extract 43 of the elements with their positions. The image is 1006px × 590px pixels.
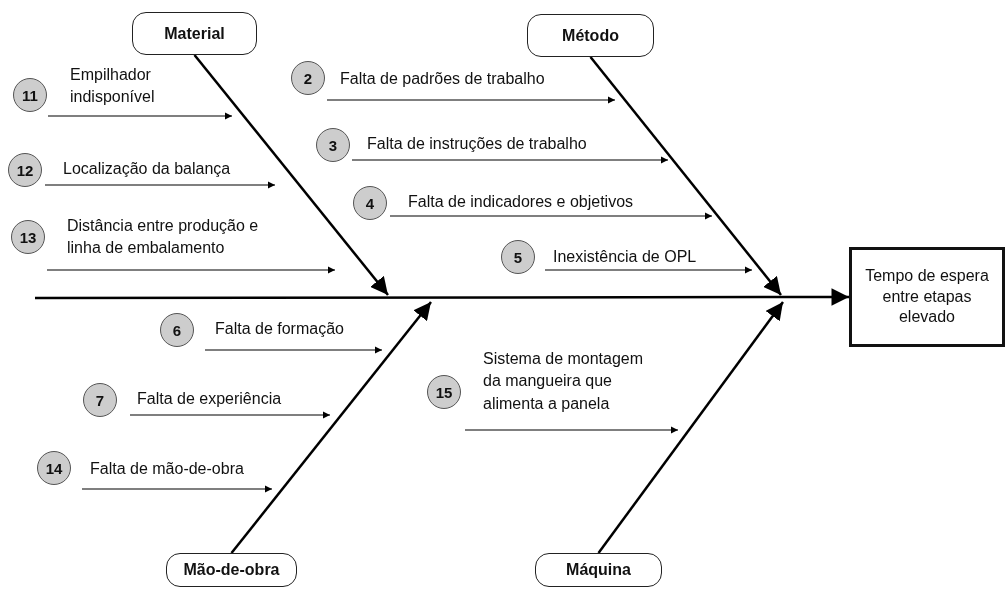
cause-text: Falta de experiência — [130, 388, 310, 415]
number-circle: 7 — [83, 383, 117, 417]
cause-text: Falta de formação — [205, 318, 375, 350]
number-circle: 4 — [353, 186, 387, 220]
number-circle: 5 — [501, 240, 535, 274]
number-circle: 11 — [13, 78, 47, 112]
cause-text: Inexistência de OPL — [545, 246, 720, 270]
arrow — [544, 266, 753, 274]
number-circle: 13 — [11, 220, 45, 254]
bone-arrow — [589, 56, 782, 296]
arrow — [464, 426, 679, 434]
number-circle: 3 — [316, 128, 350, 162]
cause-text: Falta de indicadores e objetivos — [390, 191, 660, 216]
number-circle: 12 — [8, 153, 42, 187]
cause-text: Falta de mão-de-obra — [82, 458, 267, 489]
number-circle: 15 — [427, 375, 461, 409]
number-circle: 2 — [291, 61, 325, 95]
category-box: Máquina — [535, 553, 662, 587]
cause-text: Localização da balança — [45, 158, 250, 185]
arrow — [81, 485, 273, 493]
cause-text: Sistema de montagem da mangueira que alimenta a panela — [465, 348, 658, 430]
arrow — [44, 181, 276, 189]
arrow — [351, 156, 669, 164]
arrow — [47, 112, 233, 120]
bone-arrow — [230, 301, 432, 554]
arrow — [326, 96, 616, 104]
effect-box: Tempo de espera entre etapas elevado — [849, 247, 1005, 347]
arrow — [46, 266, 336, 274]
arrow — [204, 346, 383, 354]
cause-text: Distância entre produção e linha de embalamento — [47, 215, 294, 270]
number-circle: 6 — [160, 313, 194, 347]
category-box: Mão-de-obra — [166, 553, 297, 587]
cause-text: Falta de padrões de trabalho — [327, 68, 567, 100]
number-circle: 14 — [37, 451, 71, 485]
bone-arrow — [193, 54, 389, 296]
arrow — [129, 411, 331, 419]
cause-text: Empilhador indisponível — [48, 64, 233, 116]
category-box: Método — [527, 14, 654, 57]
category-box: Material — [132, 12, 257, 55]
cause-text: Falta de instruções de trabalho — [352, 133, 612, 160]
arrow — [389, 212, 713, 220]
spine-arrow — [35, 288, 849, 306]
bone-arrow — [597, 301, 784, 554]
